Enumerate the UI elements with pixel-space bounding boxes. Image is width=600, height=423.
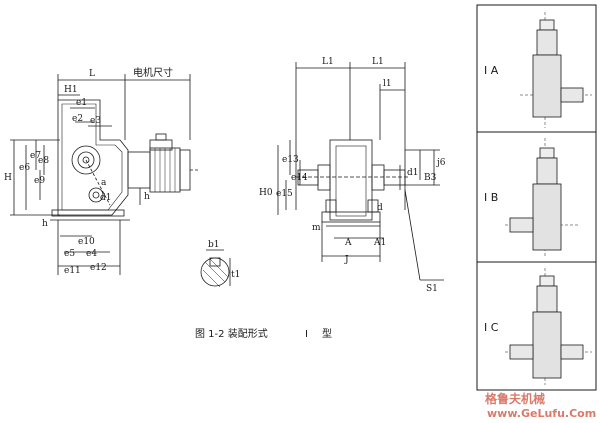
dim-a: a bbox=[101, 178, 107, 188]
dim-e6: e6 bbox=[19, 163, 30, 173]
figure-caption: 图 1-2 装配形式 I 型 bbox=[195, 327, 332, 340]
dim-e9: e9 bbox=[34, 176, 45, 186]
dim-e15: e15 bbox=[276, 189, 293, 199]
dim-e13: e13 bbox=[282, 155, 299, 165]
dim-e10: e10 bbox=[78, 237, 95, 247]
caption-text: 图 1-2 装配形式 bbox=[195, 327, 268, 340]
dim-H1: H1 bbox=[64, 85, 78, 95]
dim-e3: e3 bbox=[90, 116, 101, 126]
dim-J: J bbox=[344, 255, 349, 265]
panel-label-ic: I C bbox=[484, 321, 499, 334]
sketch-ia bbox=[520, 12, 592, 128]
side-panel: I A I B I C bbox=[476, 4, 597, 391]
dim-b1: b1 bbox=[208, 240, 220, 250]
watermark: 格鲁夫机械 www.GeLufu.Com bbox=[485, 391, 596, 420]
dim-h-left: h bbox=[42, 219, 48, 229]
dim-d1-mid: d1 bbox=[407, 168, 419, 178]
dim-m: m bbox=[312, 223, 321, 233]
dim-t1: t1 bbox=[231, 270, 240, 280]
panel-label-ib: I B bbox=[484, 191, 498, 204]
left-view: L 电机尺寸 H1 e1 e2 e3 H e6 e7 e8 e9 a d1 bbox=[4, 66, 198, 276]
panel-label-ia: I A bbox=[484, 64, 499, 77]
dim-d: d bbox=[377, 203, 383, 213]
watermark-url: www.GeLufu.Com bbox=[487, 407, 596, 420]
sketch-ic bbox=[505, 268, 592, 385]
dim-e2: e2 bbox=[72, 114, 83, 124]
dim-L: L bbox=[89, 69, 95, 79]
sketch-ib bbox=[505, 138, 580, 258]
dim-L1-left: L1 bbox=[322, 57, 334, 67]
dim-e8: e8 bbox=[38, 156, 49, 166]
dim-e12: e12 bbox=[90, 263, 107, 273]
dim-S1: S1 bbox=[426, 284, 438, 294]
dim-e5: e5 bbox=[64, 249, 75, 259]
dim-A: A bbox=[344, 238, 352, 248]
caption-type-word: 型 bbox=[322, 327, 332, 340]
middle-view: L1 L1 l1 H0 e13 e14 e15 d1 B3 bbox=[259, 57, 446, 294]
caption-type-mark: I bbox=[305, 329, 308, 340]
watermark-brand: 格鲁夫机械 bbox=[485, 391, 545, 406]
key-detail: b1 t1 bbox=[200, 240, 240, 288]
dim-e11: e11 bbox=[64, 266, 81, 276]
dim-B3: B3 bbox=[424, 173, 437, 183]
dim-e7: e7 bbox=[30, 151, 41, 161]
dim-h-right: h bbox=[144, 192, 150, 202]
dim-d1: d1 bbox=[100, 193, 112, 203]
dim-l1: l1 bbox=[383, 79, 392, 89]
dim-H0: H0 bbox=[259, 188, 273, 198]
dim-e1: e1 bbox=[76, 98, 87, 108]
motor-size-label: 电机尺寸 bbox=[133, 66, 173, 79]
dim-L1-right: L1 bbox=[372, 57, 384, 67]
dim-j6: j6 bbox=[436, 158, 446, 168]
dim-e4: e4 bbox=[86, 249, 97, 259]
dim-H: H bbox=[4, 173, 12, 183]
dim-e14: e14 bbox=[291, 173, 308, 183]
